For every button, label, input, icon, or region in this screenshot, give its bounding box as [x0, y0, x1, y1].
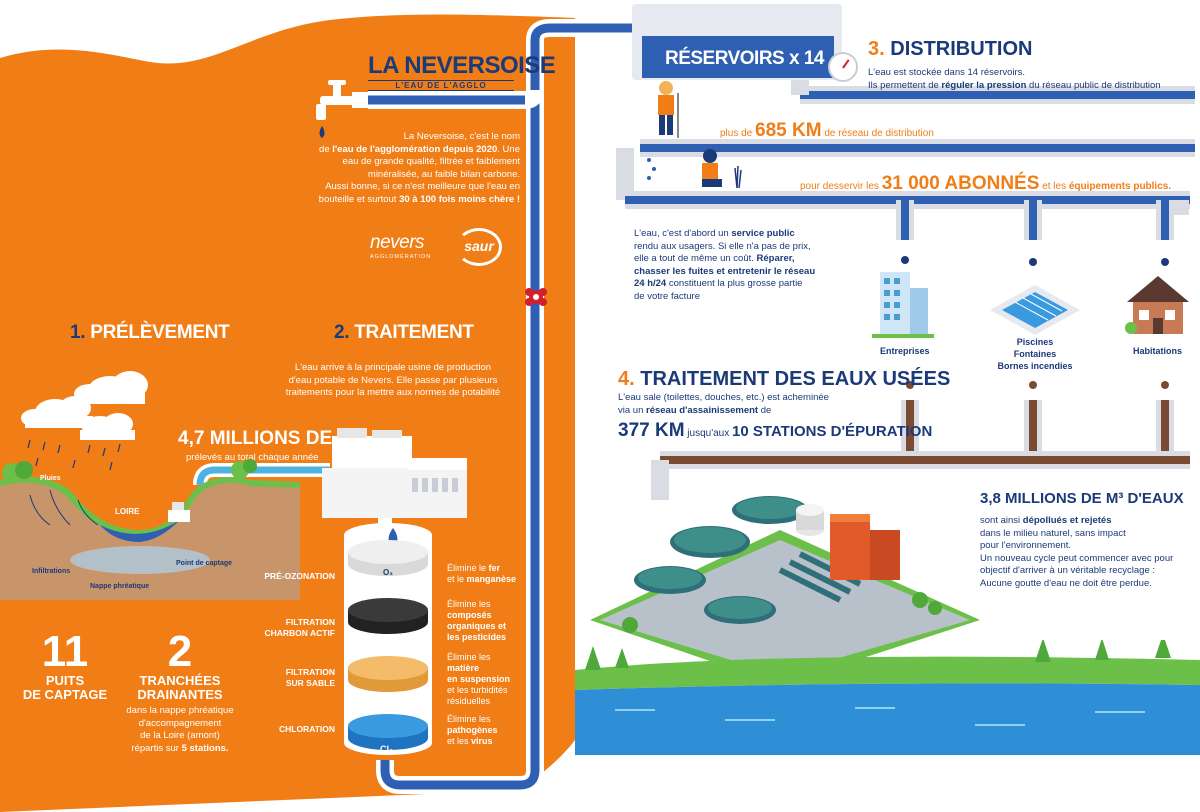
- filter-desc-ozonation: Élimine le fer et le manganèse: [447, 563, 517, 584]
- filter-desc-charbon: Élimine les composés organiques et les p…: [447, 599, 507, 642]
- swimming-pool-icon: [990, 285, 1080, 335]
- river-illustration: [575, 640, 1200, 755]
- brand-title: LA NEVERSOISE: [368, 52, 556, 79]
- distribution-title: 3. DISTRIBUTION: [868, 38, 1033, 60]
- worker-kneeling-icon: [702, 149, 742, 189]
- filter-label-chloration: CHLORATION: [278, 724, 335, 734]
- filter-discs: [348, 540, 428, 750]
- traitement-desc: L'eau arrive à la principale usine de pr…: [285, 362, 501, 398]
- faucet-icon: [316, 80, 368, 138]
- reservoirs-label: RÉSERVOIRS x 14: [664, 48, 825, 69]
- eaux-volume: 3,8 MILLIONS DE M³ D'EAUX: [980, 490, 1184, 507]
- intro-line: La Neversoise, c'est le nom: [403, 131, 520, 142]
- label-pluies: Pluies: [40, 475, 61, 482]
- prelevement-volume: 4,7 MILLIONS DE M³: [178, 428, 360, 449]
- pressure-gauge-icon: [828, 52, 858, 82]
- label-nappe: Nappe phréatique: [90, 583, 150, 590]
- traitement-title: 2. TRAITEMENT: [334, 322, 474, 343]
- prelevement-volume-sub: prélevés au total chaque année: [186, 452, 319, 463]
- distribution-pipes: [616, 60, 1195, 266]
- label-loire: LOIRE: [115, 507, 140, 516]
- treatment-plant-illustration: [322, 428, 467, 518]
- brand-subtitle: L'EAU DE L'AGGLO: [368, 80, 514, 91]
- cloud-icon: [74, 371, 148, 404]
- distribution-desc: L'eau est stockée dans 14 réservoirs. Il…: [868, 67, 1161, 91]
- eaux-usees-title: 4. TRAITEMENT DES EAUX USÉES: [618, 368, 951, 390]
- label-infiltrations: Infiltrations: [32, 568, 71, 575]
- water-drops-icon: [647, 158, 656, 180]
- brand-intro: La Neversoise, c'est le nom de l'eau de …: [290, 131, 520, 206]
- km-distribution: plus de 685 KM de réseau de distribution: [720, 120, 934, 141]
- worker-icon: [658, 81, 679, 138]
- intro-line: bouteille et surtout 30 à 100 fois moins…: [318, 193, 520, 205]
- tranchees-number: 2: [167, 627, 193, 676]
- service-public-text: L'eau, c'est d'abord un service public r…: [634, 228, 816, 302]
- wastewater-plant-illustration: [590, 496, 980, 685]
- tranchees-label-2: DRAINANTES: [137, 687, 223, 702]
- label-entreprises: Entreprises: [880, 346, 930, 356]
- puits-stat: 11 PUITS DE CAPTAGE: [20, 630, 110, 702]
- prelevement-title: 1. PRÉLÈVEMENT: [70, 322, 230, 343]
- puits-label: PUITS: [45, 673, 85, 688]
- intro-line: minéralisée, au faible bilan carbone.: [367, 168, 520, 180]
- eaux-usees-km: 377 KM jusqu'aux 10 STATIONS D'ÉPURATION: [618, 420, 933, 441]
- house-icon: [1125, 276, 1189, 334]
- label-habitations: Habitations: [1133, 346, 1183, 356]
- eaux-volume-desc: sont ainsi dépollués et rejetés dans le …: [980, 515, 1174, 589]
- chlorine-label: Cl₂: [380, 744, 393, 754]
- wastewater-pipes: [651, 381, 1190, 500]
- filter-desc-sable: Élimine les matière en suspension et les…: [447, 652, 511, 706]
- intro-line: eau de grande qualité, filtrée et faible…: [342, 156, 520, 167]
- filter-label-ozonation: PRÉ-OZONATION: [264, 571, 335, 581]
- eaux-usees-desc: L'eau sale (toilettes, douches, etc.) es…: [618, 392, 829, 416]
- reservoir-tank: RÉSERVOIRS x 14: [642, 36, 834, 78]
- ozone-label: O₃: [383, 568, 393, 577]
- landscape-illustration: [0, 371, 300, 600]
- office-building-icon: [872, 272, 934, 338]
- intro-line: de l'eau de l'agglomération depuis 2020.…: [319, 143, 520, 155]
- tranchees-stat: 2 TRANCHÉES DRAINANTES dans la nappe phr…: [110, 630, 250, 755]
- puits-number: 11: [41, 627, 89, 676]
- puits-label-2: DE CAPTAGE: [22, 687, 108, 702]
- intro-line: Aussi bonne, si ce n'est meilleure que l…: [325, 181, 520, 192]
- abonnes: pour desservir les 31 000 ABONNÉS et les…: [800, 173, 1172, 194]
- logo-nevers: nevers AGGLOMÉRATION: [370, 232, 432, 260]
- valve-icon: [525, 288, 547, 306]
- logo-saur: saur: [456, 228, 502, 266]
- filter-desc-chloration: Élimine les pathogènes et les virus: [447, 714, 498, 746]
- tranchees-desc: dans la nappe phréatique d'accompagnemen…: [126, 705, 234, 754]
- tranchees-label: TRANCHÉES: [139, 673, 221, 688]
- label-point-captage: Point de captage: [176, 560, 233, 567]
